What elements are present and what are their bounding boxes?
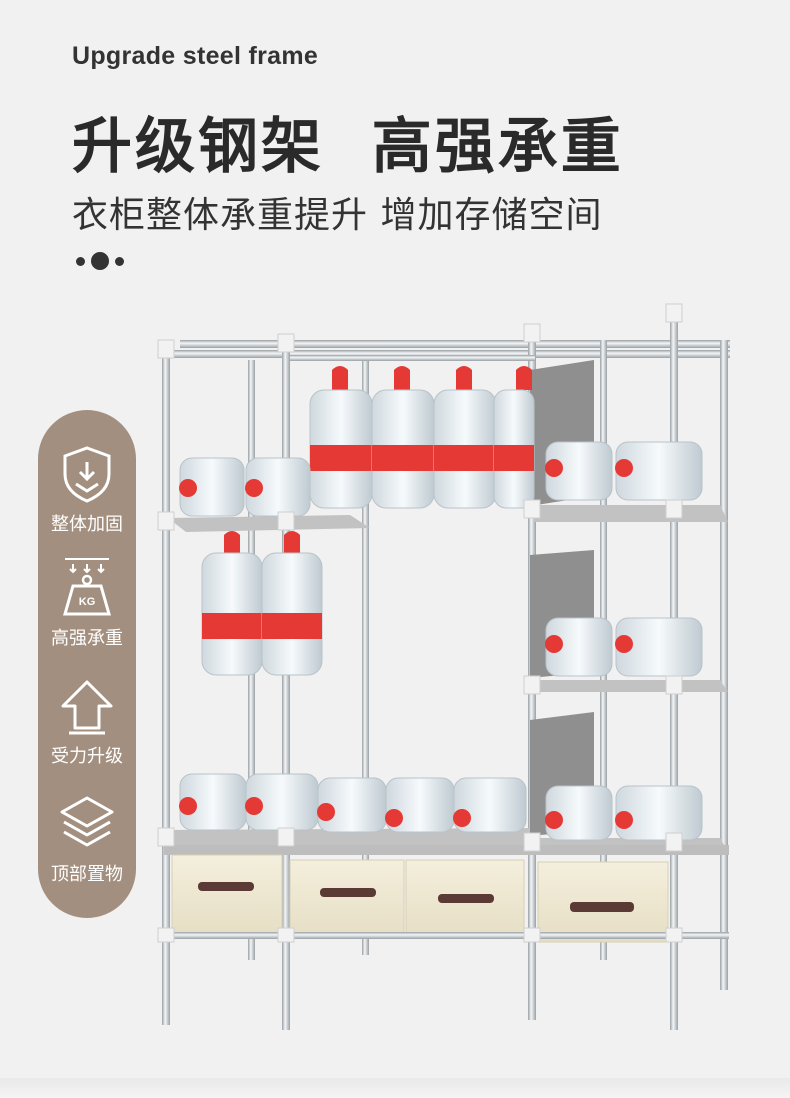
top-rail-front: [170, 350, 730, 358]
dot-active: [91, 252, 109, 270]
kg-weight-icon: KG: [63, 558, 111, 616]
up-arrow-house-icon: [61, 680, 113, 735]
feature-load-bearing: KG 高强承重: [38, 556, 136, 650]
bottles-bottom-shelf: [179, 773, 527, 833]
stacked-layers-icon: [60, 796, 114, 847]
drawers: [171, 854, 669, 943]
bottles-left-top-shelf: [179, 457, 311, 517]
floor: [0, 1078, 790, 1098]
drawer-handle: [198, 882, 254, 891]
feature-label: 顶部置物: [51, 864, 123, 885]
dot-small-left: [76, 256, 85, 266]
shelf-left-top: [168, 515, 370, 532]
shelf-right-1: [534, 505, 728, 522]
feature-label: 整体加固: [51, 514, 123, 535]
feature-label: 受力升级: [51, 746, 123, 767]
pole-mid-left: [282, 340, 290, 1030]
drawer-handle: [320, 888, 376, 897]
pole-mid-back: [362, 355, 369, 955]
base-top-board: [164, 845, 729, 855]
pagination-dots: [76, 252, 124, 270]
shelf-right-2: [534, 680, 728, 692]
drawer-handle: [438, 894, 494, 903]
bottles-right-shelves: [545, 441, 703, 841]
hanging-bottles-left: [201, 531, 323, 676]
drawer-handle: [570, 902, 634, 912]
hanging-rod: [290, 355, 535, 361]
pole-left-front: [162, 345, 170, 1025]
headline: 升级钢架 高强承重: [72, 112, 624, 182]
feature-reinforced: 整体加固: [38, 444, 136, 536]
pole-right-rear: [720, 340, 728, 990]
drawer-1: [171, 854, 283, 936]
hanging-bottles-top: [309, 366, 535, 509]
frame-connectors: [157, 303, 683, 943]
dot-small-right: [115, 256, 124, 266]
shield-down-arrow-icon: [63, 446, 111, 503]
tagline: 衣柜整体承重提升 增加存储空间: [72, 195, 603, 236]
feature-panel: 整体加固 KG 高强承重 受力升级 顶部置物: [38, 410, 136, 918]
feature-top-storage: 顶部置物: [38, 792, 136, 886]
bottom-rail: [164, 932, 729, 939]
top-rail-back: [180, 340, 730, 348]
kg-icon-text: KG: [79, 596, 96, 608]
wardrobe-frame-illustration: [157, 303, 730, 1030]
feature-force-upgrade: 受力升级: [38, 678, 136, 768]
feature-label: 高强承重: [51, 628, 123, 649]
drawer-2: [289, 859, 405, 939]
subtitle-english: Upgrade steel frame: [72, 42, 319, 70]
